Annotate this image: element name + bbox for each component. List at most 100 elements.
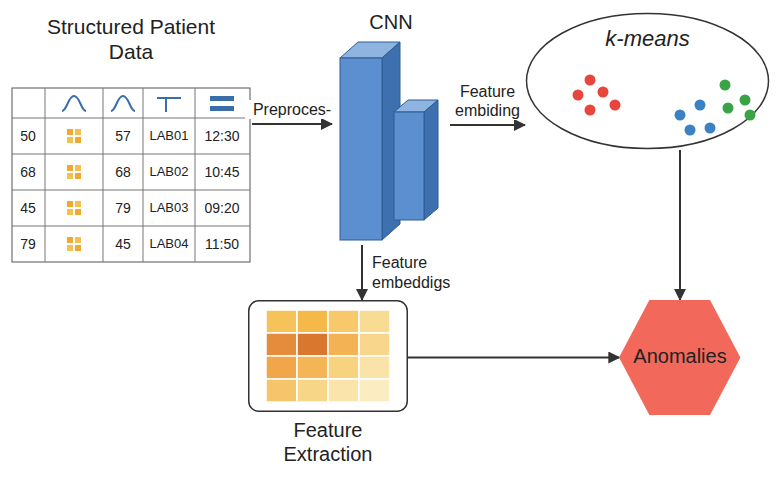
table-cell: 09:20 bbox=[204, 200, 239, 217]
grid-icon-square bbox=[75, 209, 81, 215]
node-title: Feature Extraction bbox=[263, 418, 393, 466]
shape-polygon bbox=[424, 100, 438, 220]
grid-icon-square bbox=[75, 165, 81, 171]
grid-icon-square bbox=[67, 237, 73, 243]
table-cell: 79 bbox=[20, 236, 36, 253]
heatmap-cell bbox=[328, 310, 359, 333]
grid-icon-square bbox=[67, 165, 73, 171]
shape-rect bbox=[12, 88, 250, 262]
heatmap-cell bbox=[328, 333, 359, 356]
cluster-dot bbox=[705, 123, 716, 134]
cluster-dot bbox=[745, 110, 756, 121]
grid-icon-square bbox=[67, 129, 73, 135]
edge-label: Preproces- bbox=[245, 100, 339, 119]
heatmap-cell bbox=[328, 356, 359, 379]
cluster-dot bbox=[585, 105, 596, 116]
grid-icon-square bbox=[75, 173, 81, 179]
grid-icon-square bbox=[67, 209, 73, 215]
node-title: Anomalies bbox=[619, 344, 740, 368]
kmeans-node: k-means bbox=[525, 12, 770, 150]
cluster-dot bbox=[598, 87, 609, 98]
table-cell: 12:30 bbox=[204, 128, 239, 145]
heatmap-cell bbox=[328, 379, 359, 402]
table-cell: LAB02 bbox=[149, 164, 188, 180]
table-cell: LAB01 bbox=[149, 128, 188, 144]
heatmap-cell bbox=[359, 356, 390, 379]
shape-path bbox=[62, 96, 86, 111]
grid-icon-square bbox=[75, 237, 81, 243]
shape-rect bbox=[210, 96, 234, 101]
shape-line bbox=[195, 88, 196, 262]
extraction-box bbox=[249, 301, 408, 412]
edge-label: Feature embiding bbox=[450, 82, 526, 120]
heatmap-cell bbox=[266, 379, 297, 402]
table-cell: 11:50 bbox=[205, 236, 239, 253]
node-title: Structured Patient Data bbox=[31, 14, 231, 64]
heatmap-cell bbox=[359, 310, 390, 333]
arrow-connector bbox=[679, 150, 681, 300]
shape-line bbox=[103, 88, 104, 262]
cluster-dot bbox=[720, 80, 731, 91]
table-cell: LAB03 bbox=[149, 200, 188, 216]
cluster-dot bbox=[685, 125, 696, 136]
arrow-connector bbox=[450, 124, 525, 126]
shape-line bbox=[12, 190, 250, 191]
arrow-connector bbox=[408, 357, 619, 359]
shape-path bbox=[111, 96, 135, 111]
grid-icon-square bbox=[67, 173, 73, 179]
cnn-block-large bbox=[340, 42, 400, 240]
shape-line bbox=[143, 88, 144, 262]
shape-line bbox=[12, 118, 250, 119]
shape-rect bbox=[340, 58, 382, 240]
grid-icon-square bbox=[67, 201, 73, 207]
grid-icon-square bbox=[75, 245, 81, 251]
node-title: k-means bbox=[525, 12, 770, 52]
heatmap-cell bbox=[266, 333, 297, 356]
cluster-dot bbox=[573, 90, 584, 101]
heatmap-cell bbox=[297, 356, 328, 379]
cluster-dot bbox=[610, 100, 621, 111]
table-cell: 68 bbox=[115, 164, 131, 181]
table-cell: 68 bbox=[20, 164, 36, 181]
heatmap-cell bbox=[266, 310, 297, 333]
grid-icon-square bbox=[75, 137, 81, 143]
table-cell: 50 bbox=[20, 128, 36, 145]
heatmap-cell bbox=[266, 356, 297, 379]
shape-line bbox=[12, 226, 250, 227]
node-title: CNN bbox=[332, 8, 450, 34]
node-outline bbox=[248, 300, 408, 412]
shape-line bbox=[12, 154, 250, 155]
arrow-connector bbox=[361, 245, 363, 300]
shape-line bbox=[45, 88, 46, 262]
extraction-node: Feature Extraction bbox=[248, 300, 408, 412]
grid-icon-square bbox=[75, 201, 81, 207]
header-icons bbox=[62, 96, 181, 112]
heatmap-cell bbox=[297, 310, 328, 333]
cluster-dot bbox=[723, 103, 734, 114]
anomalies-node: Anomalies bbox=[619, 300, 740, 415]
cluster-dot bbox=[695, 100, 706, 111]
grid-icon-square bbox=[67, 245, 73, 251]
hexagon-shape bbox=[619, 300, 740, 415]
cluster-dot bbox=[740, 95, 751, 106]
arrow-connector bbox=[252, 123, 332, 125]
grid-icon-square bbox=[67, 137, 73, 143]
cnn-block-small bbox=[394, 100, 438, 220]
shape-rect bbox=[394, 112, 424, 220]
edge-label: Feature embeddigs bbox=[370, 253, 458, 291]
table-lines bbox=[12, 88, 250, 262]
node-outline bbox=[332, 8, 450, 245]
equals-icon bbox=[210, 96, 234, 111]
grid-icon-square bbox=[75, 129, 81, 135]
table-cell: LAB04 bbox=[149, 236, 188, 252]
table-cell: 10:45 bbox=[204, 164, 239, 181]
heatmap-cell bbox=[359, 379, 390, 402]
cnn-node: CNN bbox=[332, 8, 450, 245]
shape-path bbox=[157, 98, 181, 112]
table-cell: 45 bbox=[20, 200, 36, 217]
cluster-dot bbox=[675, 110, 686, 121]
table-cell: 45 bbox=[115, 236, 131, 253]
heatmap-cell bbox=[297, 379, 328, 402]
